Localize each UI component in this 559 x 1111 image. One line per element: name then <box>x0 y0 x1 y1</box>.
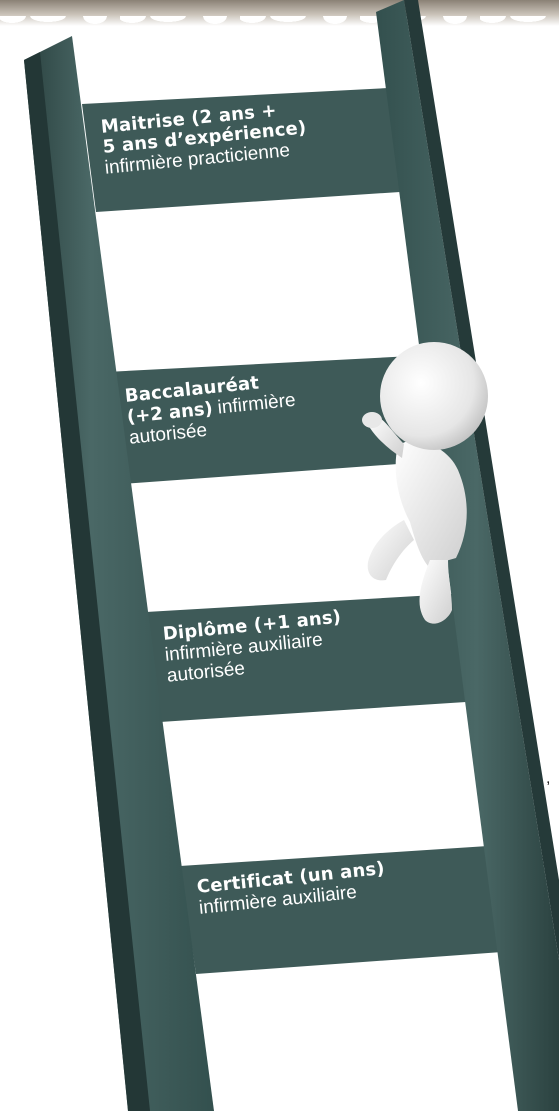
rung-1-board <box>82 88 400 212</box>
left-rail <box>24 36 214 1111</box>
climber-figure <box>362 342 488 624</box>
clipped-text-fragment: , <box>546 770 551 787</box>
right-rail-edge <box>404 0 559 960</box>
left-rail-edge <box>24 52 150 1111</box>
rung-4-board <box>180 846 502 974</box>
rung-3-board <box>146 594 466 722</box>
right-rail <box>376 0 559 1111</box>
rung-2-board <box>106 356 426 484</box>
torn-paper-edge <box>0 0 559 26</box>
